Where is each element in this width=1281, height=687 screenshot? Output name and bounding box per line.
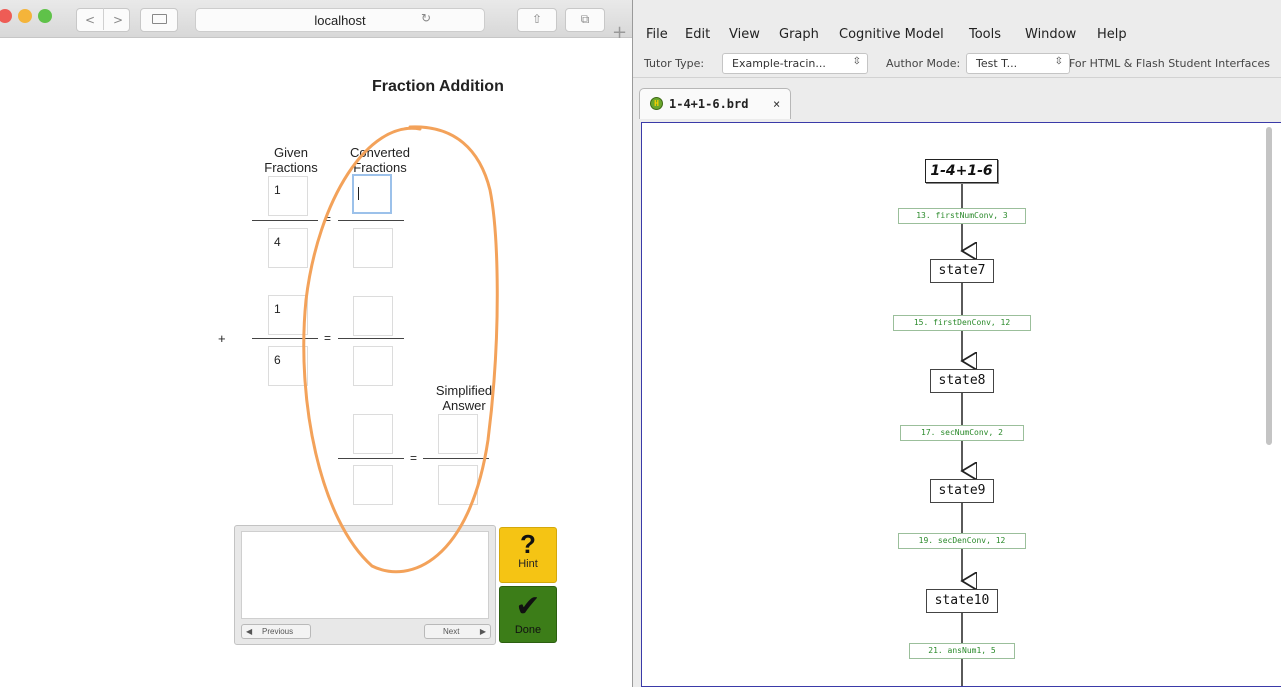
sum-numerator-input[interactable] bbox=[353, 414, 393, 454]
graph-edge-label[interactable]: 21. ansNum1, 5 bbox=[909, 643, 1015, 659]
zoom-window-button[interactable] bbox=[38, 9, 52, 23]
given-denominator-2: 6 bbox=[268, 346, 308, 386]
given-numerator-2: 1 bbox=[268, 295, 308, 335]
answer-numerator-input[interactable] bbox=[438, 414, 478, 454]
browser-toolbar: < > localhost ↻ ⇧ ⧉ + bbox=[0, 0, 632, 43]
text-cursor bbox=[358, 187, 359, 200]
answer-denominator-input[interactable] bbox=[438, 465, 478, 505]
next-button[interactable]: Next ▶ bbox=[424, 624, 491, 639]
given-denominator-1: 4 bbox=[268, 228, 308, 268]
back-forward-group: < > bbox=[76, 8, 130, 32]
fraction-bar bbox=[252, 220, 318, 221]
share-button[interactable]: ⇧ bbox=[517, 8, 557, 32]
menu-tools[interactable]: Tools bbox=[969, 27, 1002, 42]
menu-window[interactable]: Window bbox=[1025, 27, 1077, 42]
converted-numerator-1-input[interactable] bbox=[352, 174, 392, 214]
triangle-left-icon: ◀ bbox=[246, 627, 253, 636]
given-numerator-1: 1 bbox=[268, 176, 308, 216]
author-mode-value: Test T... bbox=[976, 57, 1018, 70]
chevron-left-icon[interactable]: < bbox=[85, 13, 96, 27]
graph-start-node[interactable]: 1-4+1-6 bbox=[925, 159, 998, 183]
converted-fractions-header: Converted Fractions bbox=[350, 145, 410, 175]
converted-numerator-2-input[interactable] bbox=[353, 296, 393, 336]
tab-brd-file[interactable]: H 1-4+1-6.brd × bbox=[639, 88, 791, 119]
graph-edge-label[interactable]: 15. firstDenConv, 12 bbox=[893, 315, 1031, 331]
fraction-bar bbox=[338, 338, 404, 339]
done-label: Done bbox=[514, 624, 542, 636]
next-label: Next bbox=[443, 627, 460, 636]
author-mode-select[interactable]: Test T... ⇳ bbox=[966, 53, 1070, 74]
menu-edit[interactable]: Edit bbox=[685, 27, 711, 42]
fraction-bar bbox=[338, 220, 404, 221]
show-tabs-button[interactable]: ⧉ bbox=[565, 8, 605, 32]
menu-cognitive-model[interactable]: Cognitive Model bbox=[839, 27, 944, 42]
graph-state-node[interactable]: state7 bbox=[930, 259, 994, 283]
equals-sign: = bbox=[410, 451, 418, 465]
sidebar-button[interactable] bbox=[140, 8, 178, 32]
menu-bar: File Edit View Graph Cognitive Model Too… bbox=[633, 24, 1281, 46]
previous-button[interactable]: ◀ Previous bbox=[241, 624, 311, 639]
plus-operator: + bbox=[218, 331, 226, 346]
updown-arrows-icon: ⇳ bbox=[1054, 56, 1063, 67]
feedback-text bbox=[241, 531, 489, 619]
page-title: Fraction Addition bbox=[372, 78, 504, 95]
url-text: localhost bbox=[314, 13, 366, 28]
feedback-panel: ◀ Previous Next ▶ bbox=[234, 525, 496, 645]
updown-arrows-icon: ⇳ bbox=[852, 56, 861, 67]
plus-icon[interactable]: + bbox=[612, 22, 628, 43]
converted-denominator-1-input[interactable] bbox=[353, 228, 393, 268]
document-tabs: H 1-4+1-6.brd × bbox=[633, 82, 1281, 119]
equals-sign: = bbox=[324, 331, 332, 345]
menu-view[interactable]: View bbox=[729, 27, 760, 42]
menu-help[interactable]: Help bbox=[1097, 27, 1127, 42]
graph-edge-label[interactable]: 17. secNumConv, 2 bbox=[900, 425, 1024, 441]
graph-edge-label[interactable]: 13. firstNumConv, 3 bbox=[898, 208, 1026, 224]
tutor-type-select[interactable]: Example-tracin... ⇳ bbox=[722, 53, 868, 74]
address-bar[interactable]: localhost bbox=[195, 8, 485, 32]
graph-state-node[interactable]: state8 bbox=[930, 369, 994, 393]
reload-icon[interactable]: ↻ bbox=[421, 11, 432, 25]
sum-denominator-input[interactable] bbox=[353, 465, 393, 505]
tab-label: 1-4+1-6.brd bbox=[669, 97, 749, 111]
tutor-type-label: Tutor Type: bbox=[644, 57, 705, 70]
close-tab-icon[interactable]: × bbox=[773, 97, 781, 111]
minimize-window-button[interactable] bbox=[18, 9, 32, 23]
checkmark-icon: ✔ bbox=[515, 589, 541, 624]
vertical-scrollbar[interactable] bbox=[1266, 127, 1272, 445]
sidebar-icon bbox=[151, 14, 167, 24]
graph-edge-label[interactable]: 19. secDenConv, 12 bbox=[898, 533, 1026, 549]
simplified-answer-header: Simplified Answer bbox=[435, 383, 493, 413]
hint-button[interactable]: ? Hint bbox=[499, 527, 557, 583]
fraction-bar bbox=[252, 338, 318, 339]
done-button[interactable]: ✔ Done bbox=[499, 586, 557, 643]
given-fractions-header: Given Fractions bbox=[264, 145, 318, 175]
tutor-interface: Fraction Addition Given Fractions Conver… bbox=[0, 40, 632, 687]
menu-file[interactable]: File bbox=[646, 27, 668, 42]
tutor-type-value: Example-tracin... bbox=[732, 57, 826, 70]
tabs-icon: ⧉ bbox=[580, 12, 590, 26]
interfaces-text: For HTML & Flash Student Interfaces bbox=[1069, 57, 1270, 70]
browser-window: < > localhost ↻ ⇧ ⧉ + Fraction Addition … bbox=[0, 0, 632, 687]
fraction-bar bbox=[423, 458, 489, 459]
menu-graph[interactable]: Graph bbox=[779, 27, 819, 42]
converted-denominator-2-input[interactable] bbox=[353, 346, 393, 386]
fraction-bar bbox=[338, 458, 404, 459]
previous-label: Previous bbox=[262, 627, 294, 636]
behavior-graph: 1-4+1-6 13. firstNumConv, 3 state7 15. f… bbox=[641, 122, 1281, 687]
ctat-window: File Edit View Graph Cognitive Model Too… bbox=[632, 0, 1281, 687]
hint-label: Hint bbox=[518, 558, 538, 570]
equals-sign: = bbox=[324, 212, 332, 226]
triangle-right-icon: ▶ bbox=[479, 627, 486, 636]
close-window-button[interactable] bbox=[0, 9, 12, 23]
chevron-right-icon[interactable]: > bbox=[113, 13, 124, 27]
question-mark-icon: ? bbox=[520, 529, 536, 559]
graph-state-node[interactable]: state9 bbox=[930, 479, 994, 503]
share-icon: ⇧ bbox=[531, 12, 543, 26]
brd-file-icon: H bbox=[650, 97, 663, 110]
tutor-toolbar: Tutor Type: Example-tracin... ⇳ Author M… bbox=[633, 50, 1281, 78]
graph-state-node[interactable]: state10 bbox=[926, 589, 998, 613]
author-mode-label: Author Mode: bbox=[886, 57, 961, 70]
